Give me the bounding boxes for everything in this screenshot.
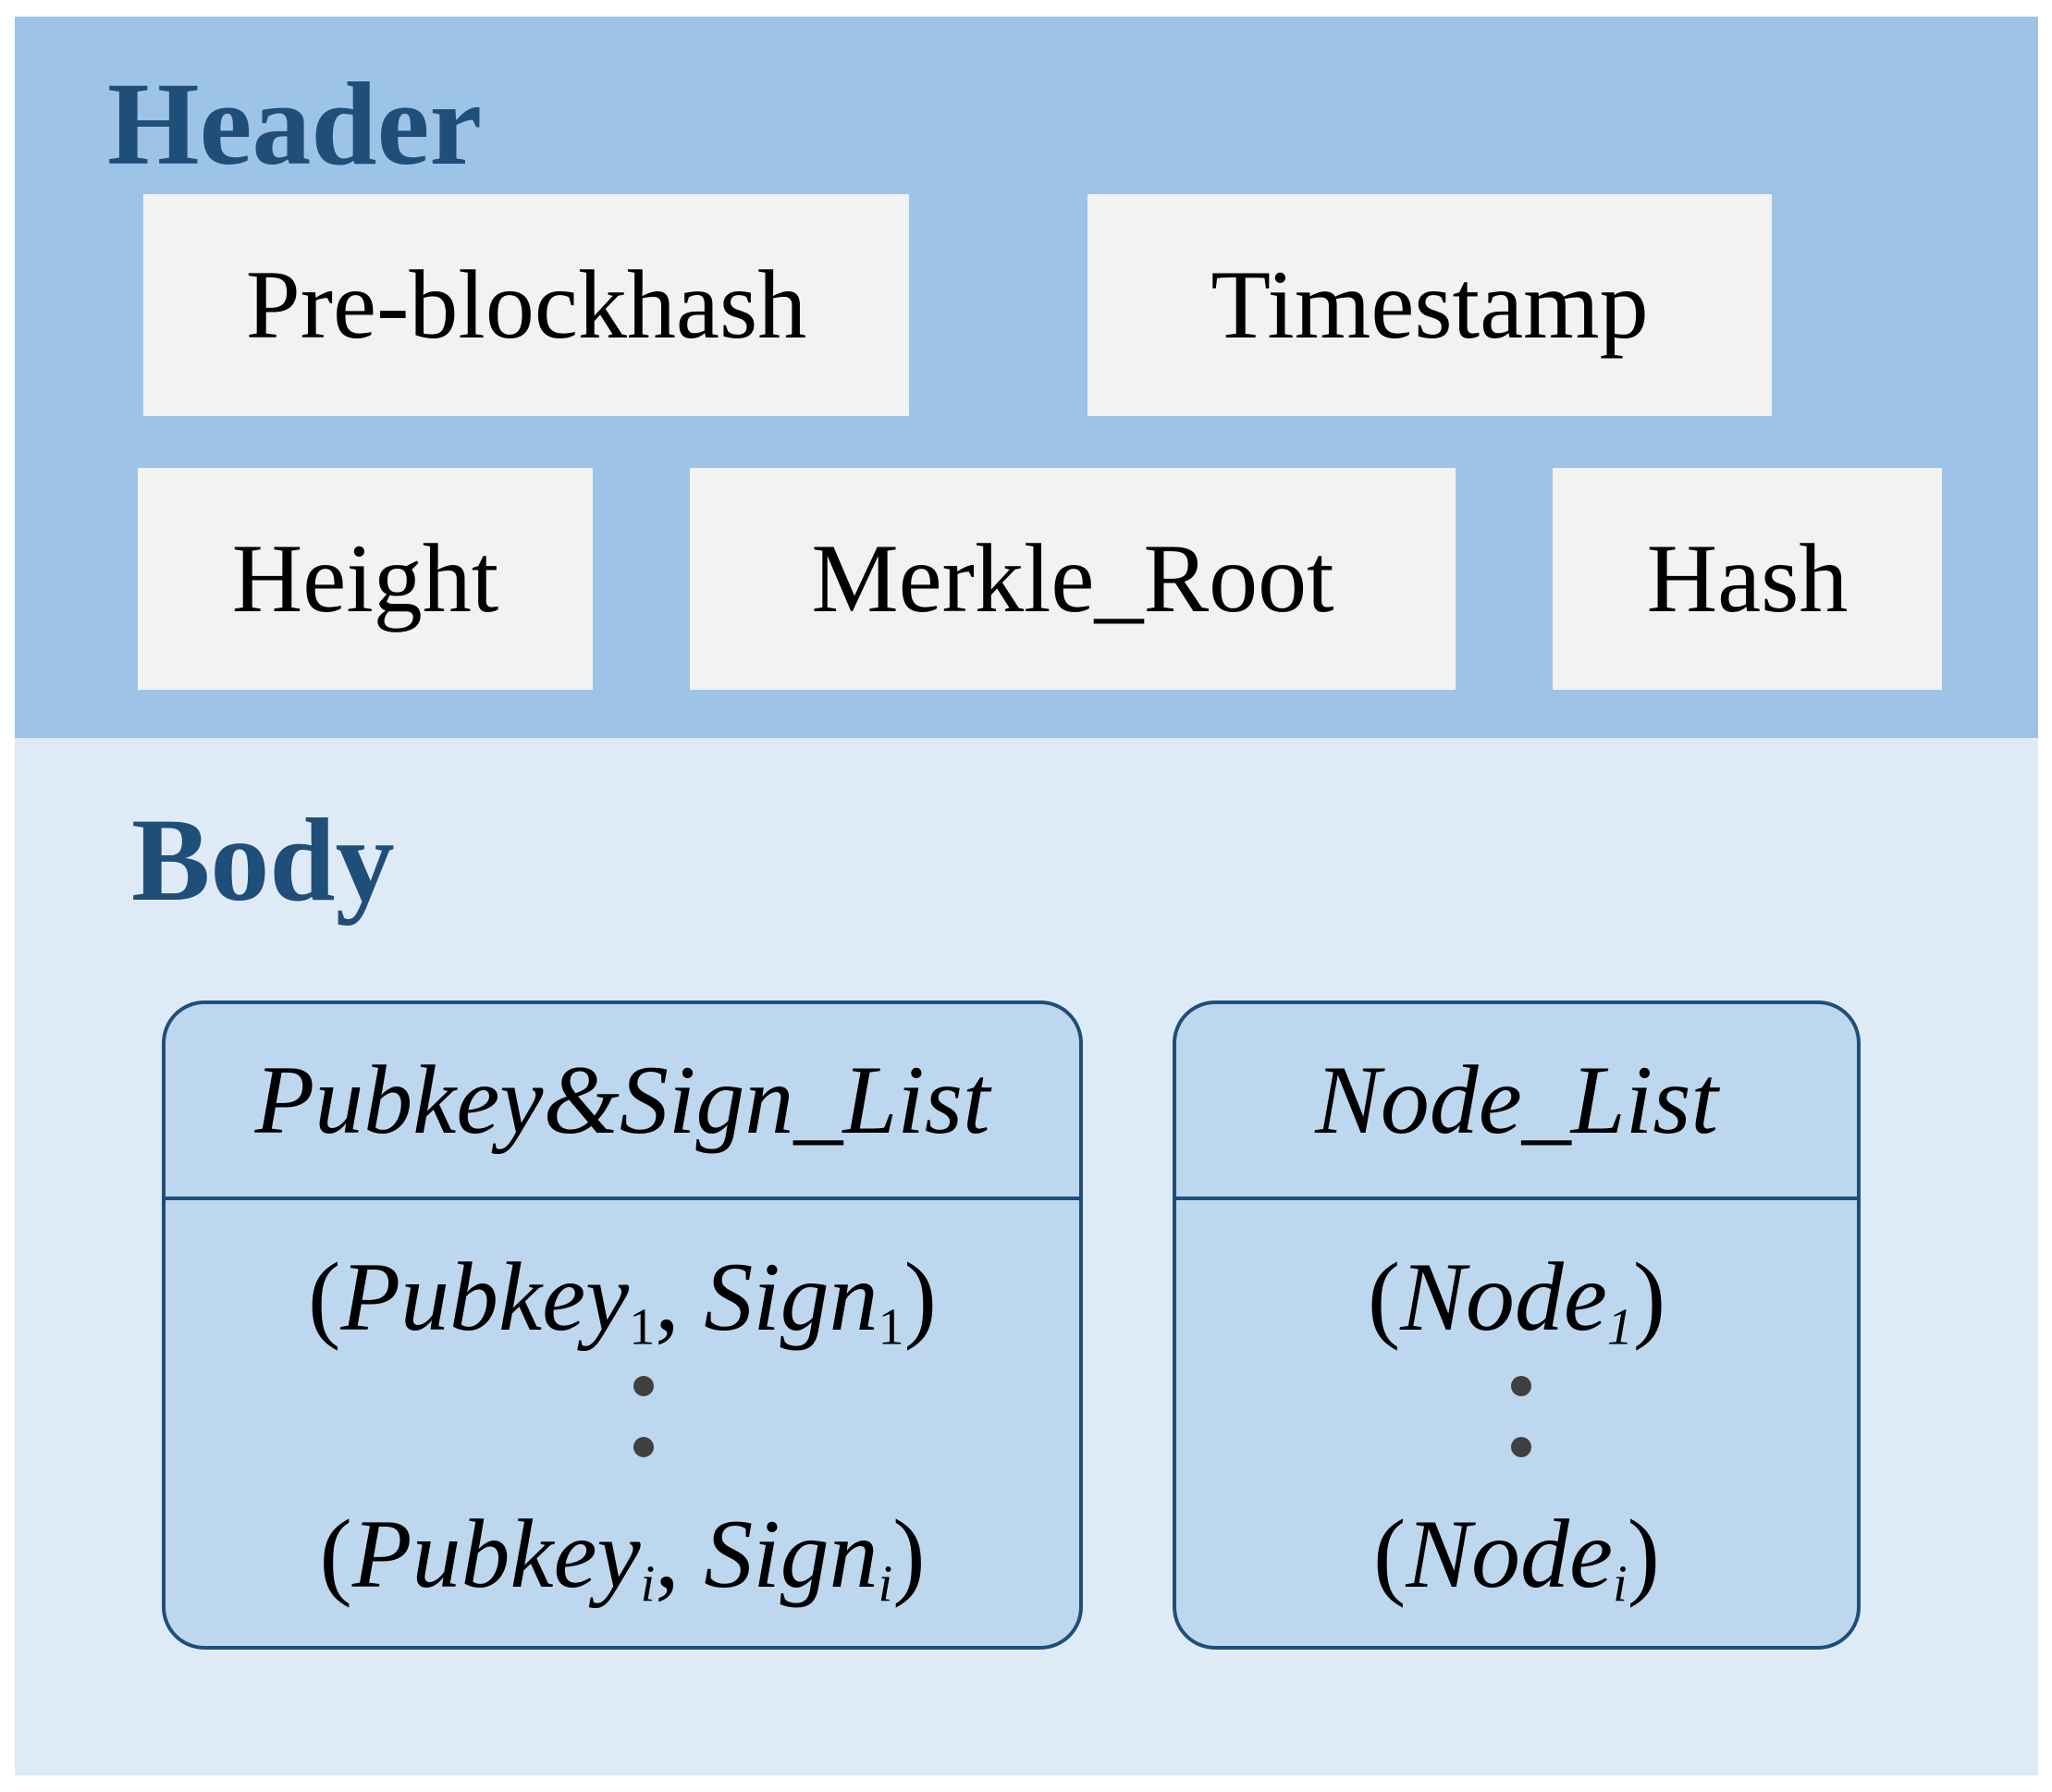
node-list-title: Node_List	[1176, 1004, 1857, 1200]
header-title: Header	[107, 58, 483, 190]
pubkey-sign-last-entry: (Pubkeyi, Signi)	[319, 1500, 926, 1614]
body-title: Body	[131, 794, 395, 926]
ellipsis-dot	[633, 1437, 654, 1457]
field-hash: Hash	[1553, 468, 1942, 690]
ellipsis-dot	[633, 1376, 654, 1396]
field-merkle-root: Merkle_Root	[690, 468, 1456, 690]
ellipsis-dot	[1511, 1437, 1531, 1457]
pubkey-sign-first-entry: (Pubkey1, Sign1)	[308, 1243, 937, 1356]
pubkey-sign-list-title: Pubkey&Sign_List	[166, 1004, 1079, 1200]
node-list-box: Node_List (Node1) (Nodei)	[1173, 1000, 1861, 1650]
node-last-entry: (Nodei)	[1373, 1500, 1660, 1614]
ellipsis-dot	[1511, 1376, 1531, 1396]
field-height: Height	[138, 468, 593, 690]
pubkey-sign-list-box: Pubkey&Sign_List (Pubkey1, Sign1) (Pubke…	[162, 1000, 1083, 1650]
field-timestamp: Timestamp	[1087, 194, 1772, 416]
node-first-entry: (Node1)	[1367, 1243, 1666, 1356]
field-pre-blockhash: Pre-blockhash	[143, 194, 909, 416]
